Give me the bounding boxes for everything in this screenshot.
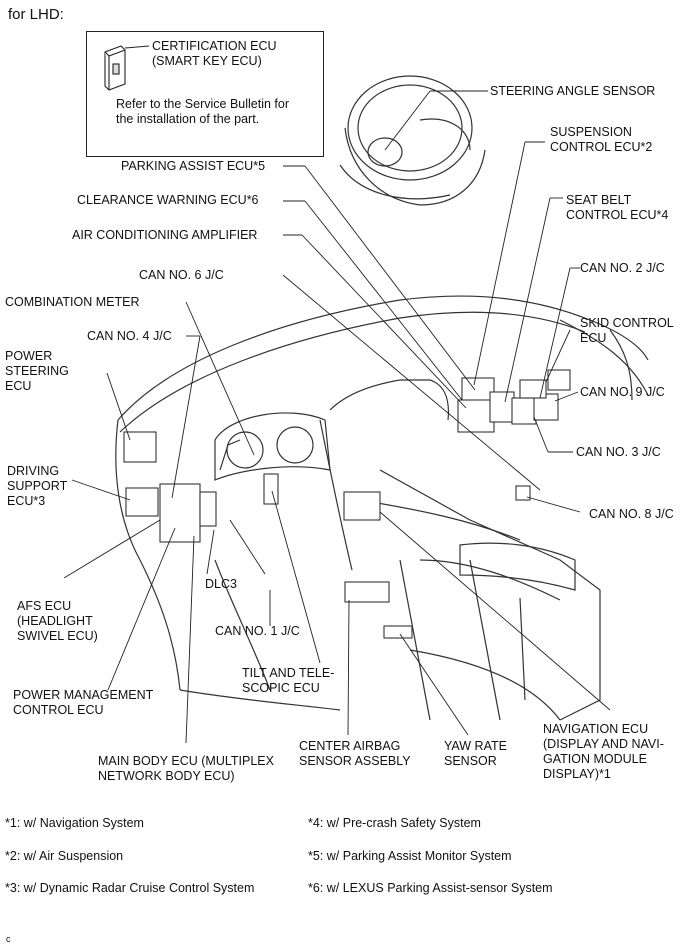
leader-lines <box>63 90 611 744</box>
power-management-ecu-label: POWER MANAGEMENT CONTROL ECU <box>13 688 154 717</box>
dlc3-label: DLC3 <box>205 577 237 591</box>
yaw-rate-sensor-label: YAW RATE SENSOR <box>444 739 507 768</box>
footnote-6: *6: w/ LEXUS Parking Assist-sensor Syste… <box>308 881 553 895</box>
service-bulletin-note: Refer to the Service Bulletin for the in… <box>116 97 289 126</box>
combination-meter-label: COMBINATION METER <box>5 295 140 309</box>
center-airbag-sensor-label: CENTER AIRBAG SENSOR ASSEBLY <box>299 739 411 768</box>
corner-mark: c <box>6 934 11 944</box>
can-no-8-label: CAN NO. 8 J/C <box>589 507 674 521</box>
navigation-ecu-label: NAVIGATION ECU (DISPLAY AND NAVI- GATION… <box>543 722 664 781</box>
can-no-4-label: CAN NO. 4 J/C <box>87 329 172 343</box>
power-steering-ecu-label: POWER STEERING ECU <box>5 349 69 393</box>
steering-wheel-drawing <box>339 75 486 206</box>
can-no-2-label: CAN NO. 2 J/C <box>580 261 665 275</box>
air-conditioning-amplifier-label: AIR CONDITIONING AMPLIFIER <box>72 228 258 242</box>
suspension-control-ecu-label: SUSPENSION CONTROL ECU*2 <box>550 125 653 154</box>
main-body-ecu-label: MAIN BODY ECU (MULTIPLEX NETWORK BODY EC… <box>98 754 274 783</box>
tilt-telescopic-ecu-label: TILT AND TELE- SCOPIC ECU <box>242 666 335 695</box>
ecu-cluster-drawing <box>123 369 571 639</box>
clearance-warning-ecu-label: CLEARANCE WARNING ECU*6 <box>77 193 259 207</box>
footnote-3: *3: w/ Dynamic Radar Cruise Control Syst… <box>5 881 255 895</box>
afs-ecu-label: AFS ECU (HEADLIGHT SWIVEL ECU) <box>17 599 98 643</box>
driving-support-ecu-label: DRIVING SUPPORT ECU*3 <box>7 464 68 508</box>
header-label: for LHD: <box>8 6 64 23</box>
seat-belt-control-ecu-label: SEAT BELT CONTROL ECU*4 <box>566 193 669 222</box>
can-no-1-label: CAN NO. 1 J/C <box>215 624 300 638</box>
parking-assist-ecu-label: PARKING ASSIST ECU*5 <box>121 159 266 173</box>
can-no-6-label: CAN NO. 6 J/C <box>139 268 224 282</box>
footnote-2: *2: w/ Air Suspension <box>5 849 124 863</box>
certification-ecu-icon <box>104 45 150 91</box>
certification-ecu-inset <box>86 31 324 157</box>
steering-angle-sensor-label: STEERING ANGLE SENSOR <box>490 84 656 98</box>
can-no-3-label: CAN NO. 3 J/C <box>576 445 661 459</box>
footnote-1: *1: w/ Navigation System <box>5 816 144 830</box>
can-no-9-label: CAN NO. 9 J/C <box>580 385 665 399</box>
certification-ecu-label: CERTIFICATION ECU (SMART KEY ECU) <box>152 39 277 68</box>
skid-control-ecu-label: SKID CONTROL ECU <box>580 316 674 345</box>
footnote-5: *5: w/ Parking Assist Monitor System <box>308 849 512 863</box>
combination-meter-drawing <box>214 412 331 481</box>
instrument-panel-drawing <box>115 295 649 721</box>
footnote-4: *4: w/ Pre-crash Safety System <box>308 816 481 830</box>
